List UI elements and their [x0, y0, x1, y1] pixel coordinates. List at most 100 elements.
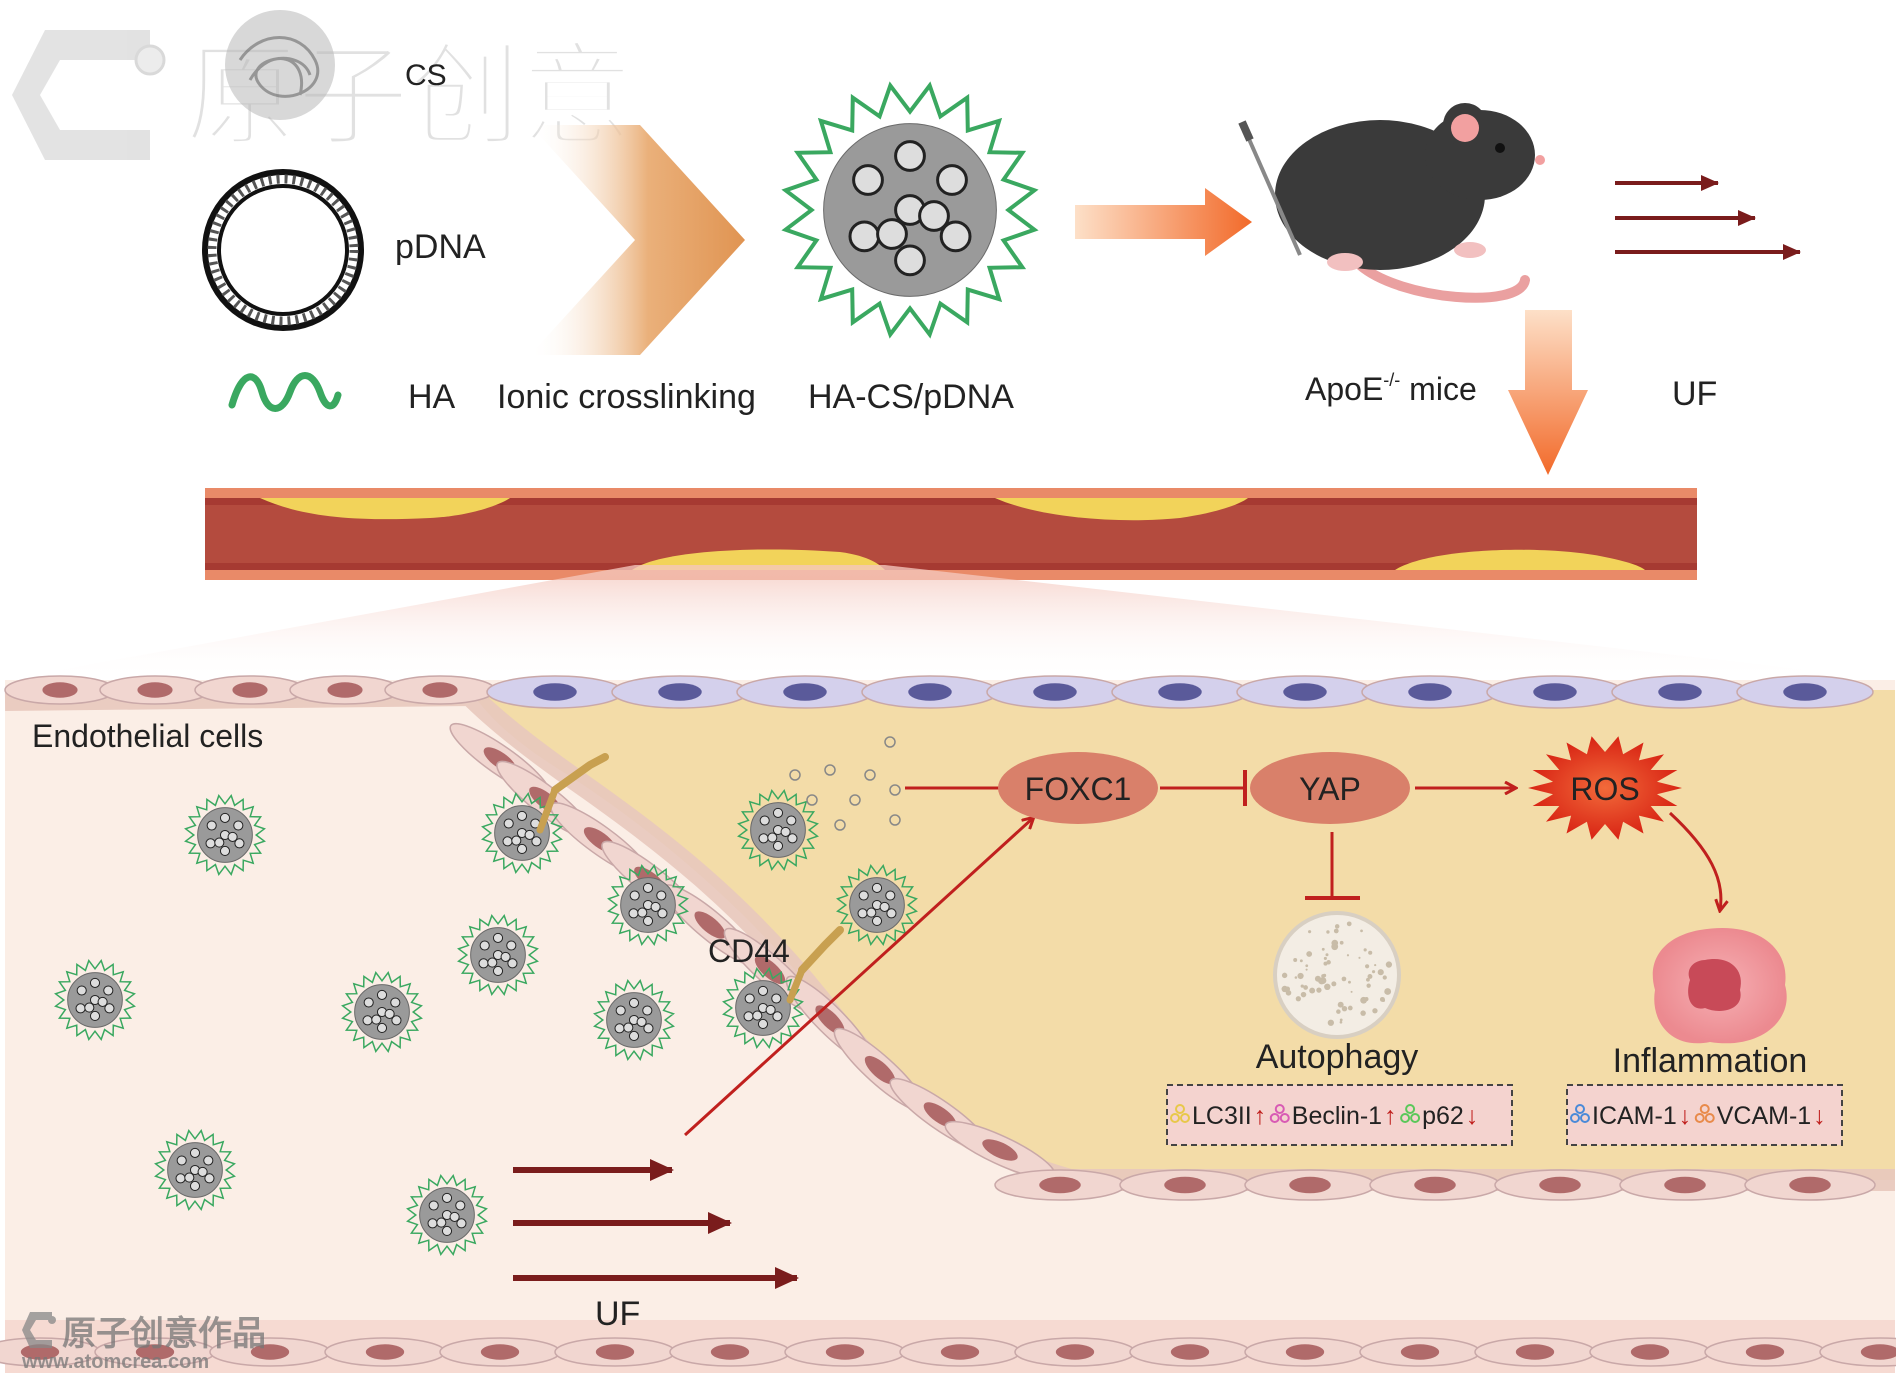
nanoparticle-icon: [184, 794, 266, 876]
brand-logo-icon: [12, 30, 166, 160]
nanoparticle-label: HA-CS/pDNA: [808, 378, 1014, 416]
cell-icon: [0, 1337, 101, 1367]
cell-icon: [736, 675, 874, 709]
autophagy-cell-icon: [1273, 911, 1401, 1039]
cell-icon: [669, 1337, 791, 1367]
endothelial-label: Endothelial cells: [32, 718, 263, 754]
nanoparticle-icon: [154, 1129, 236, 1211]
crosslinking-arrow: [530, 125, 745, 355]
marker-name: VCAM-1: [1717, 1102, 1811, 1130]
marker-arrow: ↓: [1679, 1102, 1692, 1130]
cell-icon: [1744, 1169, 1876, 1201]
cell-icon: [1704, 1337, 1826, 1367]
cd44-label: CD44: [708, 933, 790, 969]
nanoparticle-icon: [607, 864, 689, 946]
cell-icon: [1611, 675, 1749, 709]
ros-burst: [1528, 736, 1682, 840]
plaque: [995, 498, 1248, 521]
marker-item: VCAM-1↓: [1694, 1102, 1826, 1130]
nanoparticle-icon: [836, 864, 918, 946]
inflammation-cell-icon: [1652, 928, 1787, 1044]
cell-icon: [994, 1169, 1126, 1201]
nanoparticle-icon: [722, 967, 804, 1049]
cell-icon: [1819, 1337, 1896, 1367]
marker-item: ICAM-1↓: [1570, 1102, 1692, 1130]
footer-url: www.atomcrea.com: [21, 1351, 209, 1373]
uf-to-foxc1-arrow: [683, 818, 1033, 1137]
nanoparticle-icon: [457, 914, 539, 996]
cell-icon: [899, 1337, 1021, 1367]
mice-label: ApoE-/- mice: [1305, 370, 1477, 407]
plaque: [632, 549, 885, 570]
cell-icon: [1244, 1337, 1366, 1367]
mice-label-sup: -/-: [1383, 370, 1400, 390]
cd44-receptor-icon: [536, 753, 609, 834]
injection-arrow: [1075, 188, 1252, 256]
marker-arrow: ↓: [1466, 1102, 1479, 1130]
marker-arrow: ↑: [1254, 1102, 1267, 1130]
cell-icon: [1129, 1337, 1251, 1367]
foxc1-label: FOXC1: [1025, 771, 1132, 807]
marker-name: p62: [1422, 1102, 1464, 1130]
protein-dots-icon: [1170, 1104, 1190, 1123]
process-label: Ionic crosslinking: [497, 378, 756, 416]
protein-dots-icon: [1269, 1104, 1290, 1123]
inflammation-label: Inflammation: [1613, 1042, 1808, 1080]
cell-icon: [784, 1337, 906, 1367]
cell-icon: [289, 675, 401, 705]
cell-icon: [1244, 1169, 1376, 1201]
autophagy-label: Autophagy: [1256, 1038, 1419, 1076]
marker-item: p62↓: [1400, 1102, 1479, 1130]
pdna-plasmid-icon: [202, 169, 364, 331]
cell-icon: [1736, 675, 1874, 709]
nanoparticle-icon: [481, 792, 563, 874]
cell-icon: [1589, 1337, 1711, 1367]
cell-icon: [1014, 1337, 1136, 1367]
cell-icon: [1486, 675, 1624, 709]
cell-icon: [1359, 1337, 1481, 1367]
marker-arrow: ↑: [1384, 1102, 1397, 1130]
cell-icon: [94, 1337, 216, 1367]
ros-to-inflammation-arrow: [1668, 811, 1721, 910]
protein-dots-icon: [1400, 1104, 1421, 1123]
apoe-mouse-icon: [1238, 103, 1545, 303]
uf-label-top: UF: [1672, 375, 1717, 413]
footer-watermark: 原子创意作品 www.atomcrea.com: [21, 1312, 266, 1373]
cell-icon: [1119, 1169, 1251, 1201]
cell-icon: [986, 675, 1124, 709]
cell-icon: [1361, 675, 1499, 709]
cell-icon: [99, 675, 211, 705]
protein-dots-icon: [1570, 1104, 1590, 1123]
ha-cs-pdna-nanoparticle: [781, 81, 1039, 339]
plaque: [1395, 549, 1645, 570]
cell-icon: [1494, 1169, 1626, 1201]
mice-label-tail: mice: [1400, 371, 1476, 407]
nanoparticle-icon: [737, 789, 819, 871]
cs-polymer-icon: [225, 10, 335, 120]
cell-icon: [324, 1337, 446, 1367]
cell-icon: [1474, 1337, 1596, 1367]
protein-dots-icon: [1694, 1104, 1715, 1123]
nanoparticle-icon: [406, 1174, 488, 1256]
nanoparticle-icon: [341, 971, 423, 1053]
cell-icon: [1111, 675, 1249, 709]
brand-logo-icon: [22, 1312, 56, 1348]
cell-icon: [861, 675, 999, 709]
cell-icon: [384, 675, 496, 705]
cell-icon: [4, 675, 116, 705]
cell-icon: [1619, 1169, 1751, 1201]
cell-icon: [486, 675, 624, 709]
ros-label: ROS: [1570, 771, 1639, 807]
blood-vessel: [205, 488, 1697, 580]
nanoparticle-icon: [54, 959, 136, 1041]
cell-icon: [611, 675, 749, 709]
ha-label: HA: [408, 378, 456, 416]
released-pdna-dots: [789, 736, 901, 831]
to-vessel-arrow: [1508, 310, 1588, 475]
cell-icon: [1236, 675, 1374, 709]
marker-name: ICAM-1: [1592, 1102, 1677, 1130]
marker-item: Beclin-1↑: [1269, 1102, 1397, 1130]
cs-label: CS: [405, 59, 447, 92]
zoom-wedge: [5, 565, 1895, 680]
intima-region: [470, 690, 1895, 1180]
